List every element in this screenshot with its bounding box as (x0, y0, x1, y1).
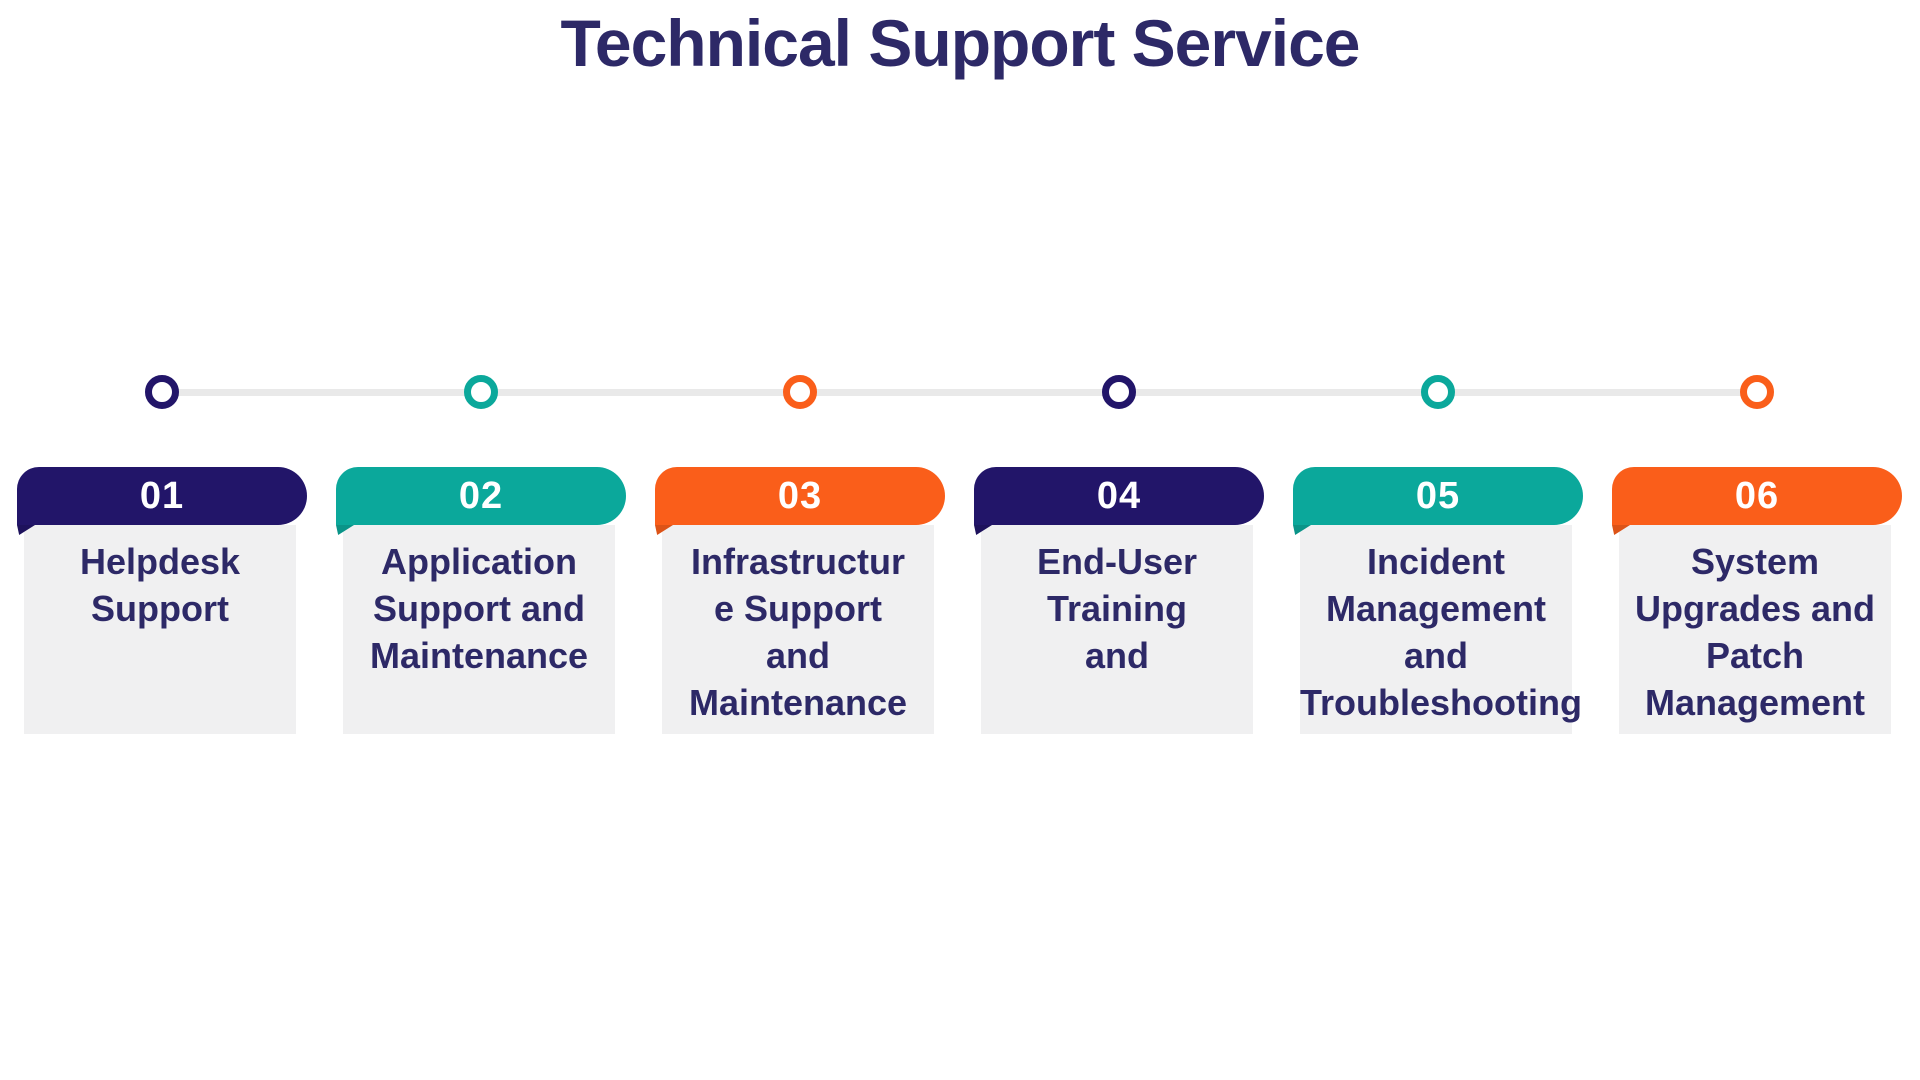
step-label: Incident Management and Troubleshooting (1300, 525, 1582, 734)
ribbon-fold-decoration (1612, 525, 1630, 535)
ribbon-fold-decoration (655, 525, 673, 535)
step-label: System Upgrades and Patch Management (1619, 525, 1891, 734)
page-title: Technical Support Service (560, 6, 1360, 80)
step-number: 05 (1415, 475, 1461, 517)
service-card-01: 01 Helpdesk Support (17, 467, 307, 734)
timeline-node-icon (464, 375, 498, 409)
step-number-badge: 03 (655, 467, 945, 535)
timeline-node-icon (145, 375, 179, 409)
service-card-06: 06 System Upgrades and Patch Management (1612, 467, 1902, 734)
timeline-connector-line (162, 389, 1757, 396)
step-number: 02 (458, 475, 504, 517)
step-number: 01 (139, 475, 185, 517)
step-label: Application Support and Maintenance (343, 525, 615, 734)
service-card-04: 04 End-User Training and (974, 467, 1264, 734)
step-number-badge: 04 (974, 467, 1264, 535)
step-label: End-User Training and (981, 525, 1253, 734)
ribbon-fold-decoration (974, 525, 992, 535)
timeline-node-icon (1740, 375, 1774, 409)
step-number-badge: 01 (17, 467, 307, 535)
step-number-badge: 02 (336, 467, 626, 535)
ribbon-fold-decoration (336, 525, 354, 535)
timeline-node-icon (783, 375, 817, 409)
ribbon-fold-decoration (1293, 525, 1311, 535)
step-number: 03 (777, 475, 823, 517)
timeline-node-icon (1102, 375, 1136, 409)
step-number: 06 (1734, 475, 1780, 517)
ribbon-fold-decoration (17, 525, 35, 535)
service-card-03: 03 Infrastructur e Support and Maintenan… (655, 467, 945, 734)
step-number-badge: 05 (1293, 467, 1583, 535)
service-card-05: 05 Incident Management and Troubleshooti… (1293, 467, 1583, 734)
step-label: Helpdesk Support (24, 525, 296, 734)
service-card-02: 02 Application Support and Maintenance (336, 467, 626, 734)
timeline-node-icon (1421, 375, 1455, 409)
step-number: 04 (1096, 475, 1142, 517)
step-label: Infrastructur e Support and Maintenance (662, 525, 934, 734)
step-number-badge: 06 (1612, 467, 1902, 535)
